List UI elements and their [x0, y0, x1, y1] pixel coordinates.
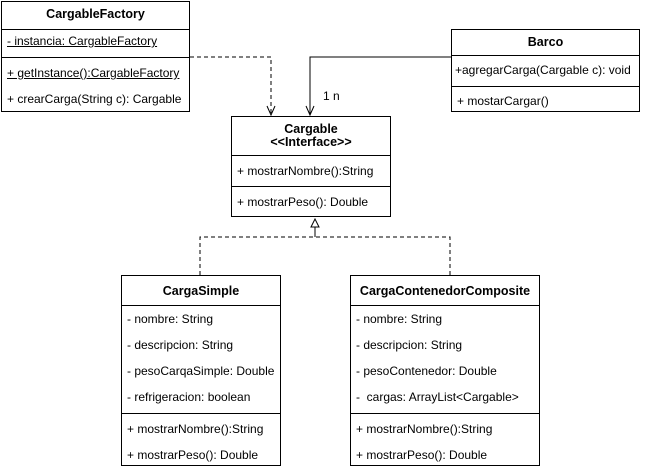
stereotype-label: <<Interface>> — [270, 135, 352, 149]
multiplicity-label: 1 n — [323, 89, 340, 103]
attributes-section: - nombre: String - descripcion: String -… — [351, 305, 539, 413]
attribute: - descripcion: String — [127, 338, 234, 352]
class-carga-simple[interactable]: CargaSimple - nombre: String - descripci… — [121, 275, 281, 466]
interface-cargable[interactable]: Cargable <<Interface>> + mostrarNombre()… — [231, 116, 391, 217]
method: + crearCarga(String c): Cargable — [7, 92, 182, 106]
class-title: CargableFactory — [46, 7, 145, 21]
methods-section: + mostrarPeso(): Double — [232, 186, 390, 209]
attributes-section: - instancia: CargableFactory — [2, 29, 189, 57]
attribute: - nombre: String — [356, 312, 443, 326]
class-title: Barco — [527, 35, 564, 49]
attribute: - descripcion: String — [356, 338, 463, 352]
attributes-section: - nombre: String - descripcion: String -… — [122, 305, 280, 413]
realization-arrows — [199, 217, 451, 275]
method: + mostrarPeso(): Double — [356, 448, 488, 462]
methods-section: + mostrarNombre():String + mostrarPeso()… — [122, 413, 280, 462]
methods-section: + mostrarNombre():String — [232, 155, 390, 186]
association-barco-cargable — [305, 56, 451, 117]
class-barco[interactable]: Barco +agregarCarga(Cargable c): void + … — [451, 29, 640, 112]
interface-name: Cargable — [284, 122, 338, 136]
class-cargable-factory[interactable]: CargableFactory - instancia: CargableFac… — [1, 1, 190, 112]
methods-section: + getInstance():CargableFactory + crearC… — [2, 57, 189, 106]
method: + mostrarNombre():String — [127, 422, 264, 436]
method: + mostrarNombre():String — [237, 164, 374, 178]
attribute: - refrigeracion: boolean — [127, 390, 251, 404]
class-title: CargaContenedorComposite — [359, 284, 531, 298]
method: + mostrarNombre():String — [356, 422, 493, 436]
attribute: - instancia: CargableFactory — [7, 34, 158, 48]
attribute: - cargas: ArrayList<Cargable> — [356, 390, 519, 404]
method: + mostarCargar() — [457, 94, 549, 108]
methods-section: +agregarCarga(Cargable c): void — [452, 55, 639, 86]
method: + mostrarPeso(): Double — [237, 195, 369, 209]
class-title: Cargable <<Interface>> — [232, 117, 390, 155]
method: + getInstance():CargableFactory — [7, 66, 180, 80]
class-carga-contenedor-composite[interactable]: CargaContenedorComposite - nombre: Strin… — [350, 275, 540, 466]
dependency-factory-cargable — [190, 56, 276, 117]
method: +agregarCarga(Cargable c): void — [455, 63, 631, 77]
methods-section: + mostarCargar() — [452, 86, 639, 108]
method: + mostrarPeso(): Double — [127, 448, 259, 462]
attribute: - pesoContenedor: Double — [356, 364, 497, 378]
methods-section: + mostrarNombre():String + mostrarPeso()… — [351, 413, 539, 462]
attribute: - nombre: String — [127, 312, 214, 326]
attribute: - pesoCarqaSimple: Double — [127, 364, 275, 378]
class-title: CargaSimple — [162, 284, 240, 298]
